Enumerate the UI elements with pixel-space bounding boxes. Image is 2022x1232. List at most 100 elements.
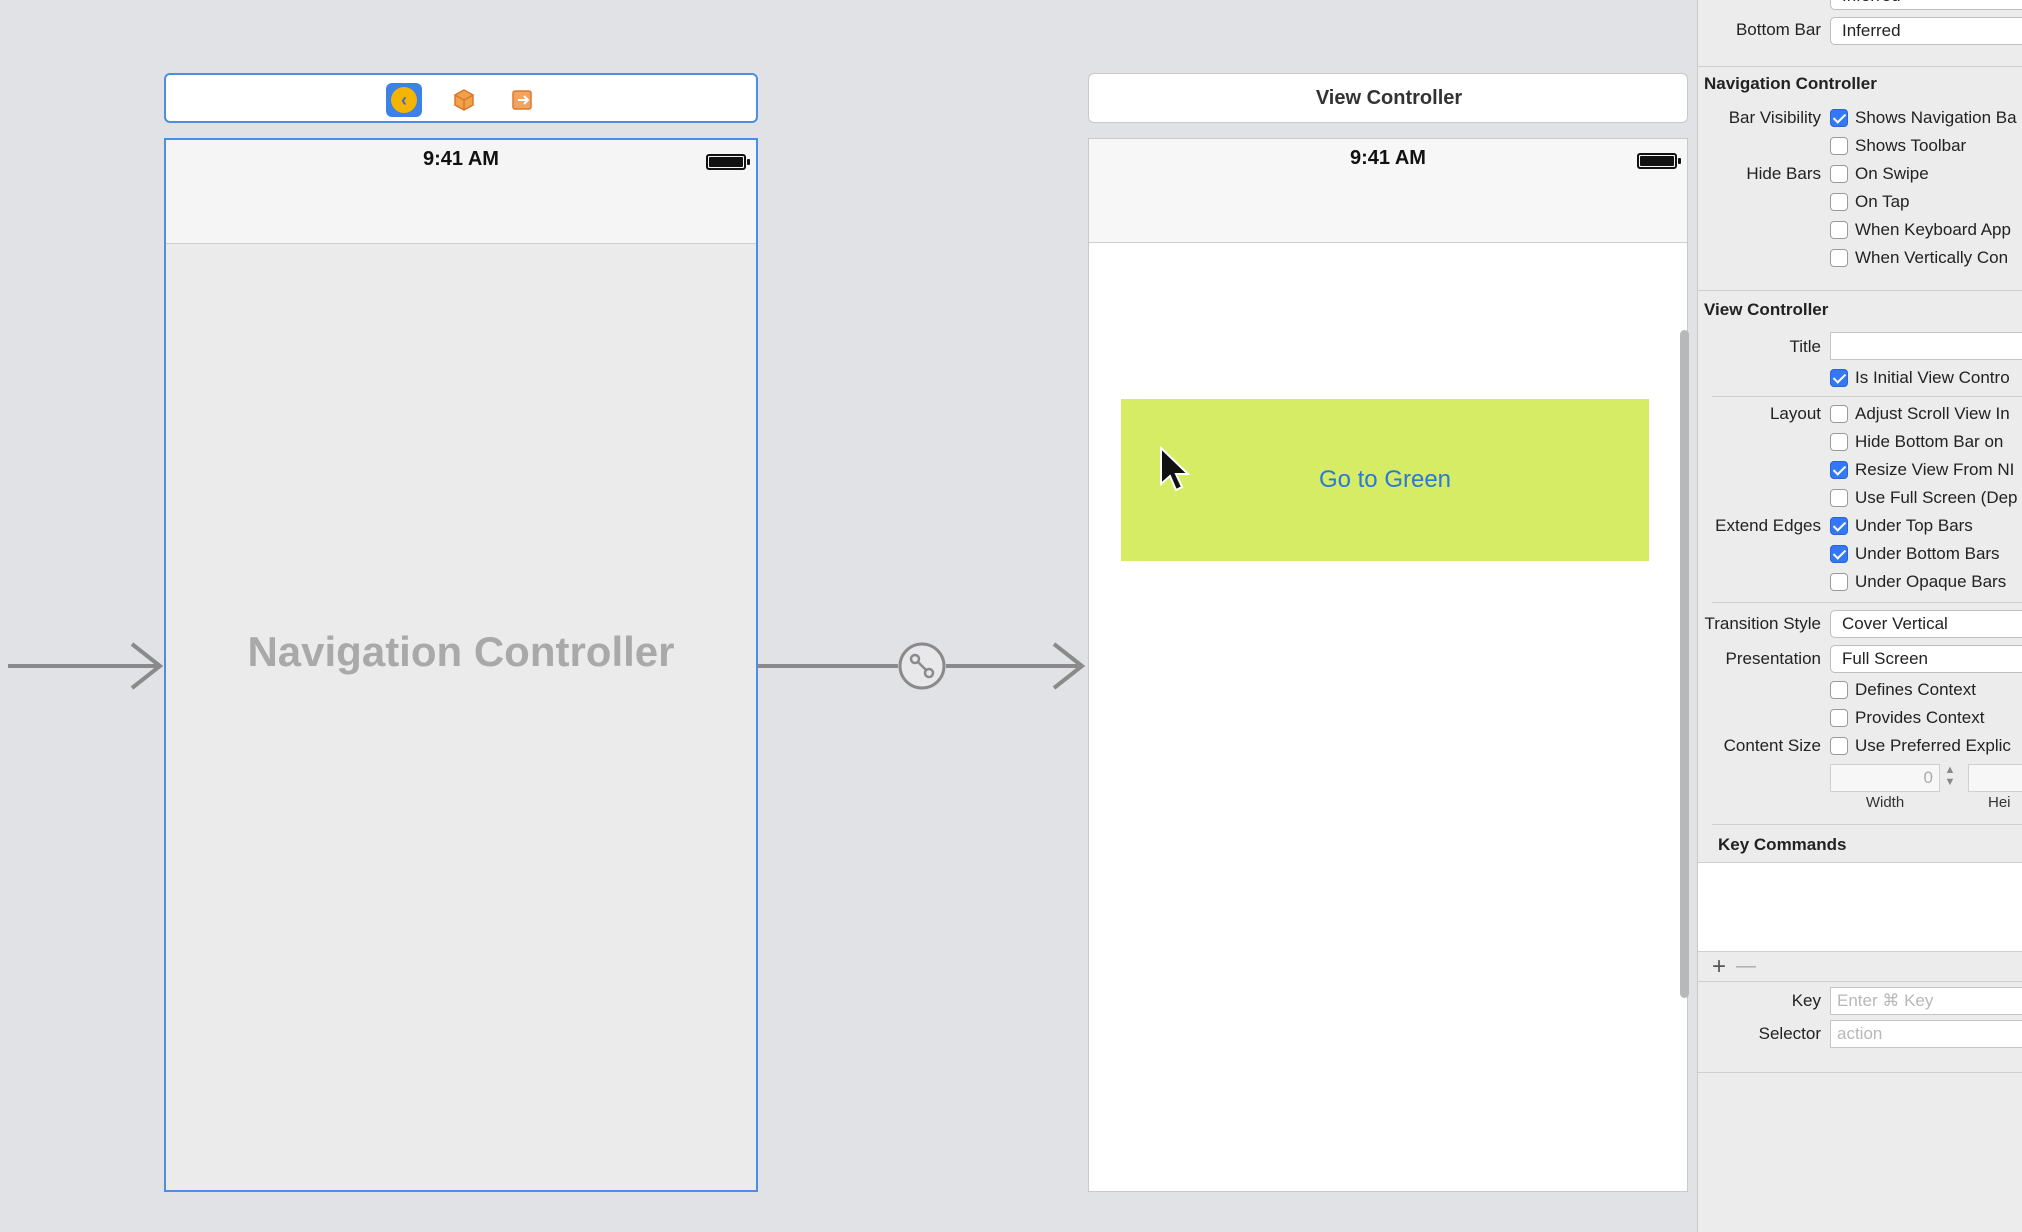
shows-toolbar-checkbox[interactable] [1830, 137, 1848, 155]
shows-navigation-bar-checkbox[interactable] [1830, 109, 1848, 127]
adjust-scroll-row: Layout Adjust Scroll View In [1698, 402, 2022, 428]
canvas-vertical-scrollbar[interactable] [1680, 330, 1689, 998]
segue-line-left [758, 664, 898, 668]
key-label: Key [1791, 991, 1821, 1010]
when-keyboard-row: When Keyboard App [1698, 218, 2022, 244]
segue-arrow-head-icon [1052, 642, 1086, 690]
bottom-bar-popup[interactable]: Inferred [1830, 17, 2022, 45]
entry-arrow-head-icon [130, 642, 164, 690]
go-to-green-label: Go to Green [1318, 466, 1452, 493]
selector-label: Selector [1758, 1024, 1821, 1043]
add-key-command-button[interactable]: + [1712, 953, 1727, 980]
resize-view-checkbox[interactable] [1830, 461, 1848, 479]
navigation-bar: 9:41 AM [166, 140, 756, 244]
hide-bottom-bar-checkbox[interactable] [1830, 433, 1848, 451]
under-top-bars-row: Extend Edges Under Top Bars [1698, 514, 2022, 540]
use-full-screen-row: Use Full Screen (Dep [1698, 486, 2022, 512]
under-opaque-bars-checkbox[interactable] [1830, 573, 1848, 591]
selector-field[interactable]: action [1830, 1020, 2022, 1048]
when-vertically-row: When Vertically Con [1698, 246, 2022, 272]
first-responder-icon[interactable] [446, 83, 482, 117]
view-controller-dock-icon[interactable]: ‹ [386, 83, 422, 117]
key-field[interactable]: Enter ⌘ Key [1830, 987, 2022, 1015]
is-initial-text: Is Initial View Contro [1855, 368, 2010, 387]
title-row: Title [1698, 335, 2022, 361]
navigation-controller-heading: Navigation Controller [1704, 74, 1877, 93]
width-field[interactable]: 0 [1830, 764, 1940, 792]
status-bar-time: 9:41 AM [1350, 147, 1426, 169]
scene-header-title: View Controller [1315, 87, 1463, 109]
adjust-scroll-text: Adjust Scroll View In [1855, 404, 2010, 423]
scene-title: Navigation Controller [247, 628, 675, 675]
shows-toolbar-row: Shows Toolbar [1698, 134, 2022, 160]
nav-scene-dock[interactable]: ‹ [164, 73, 758, 123]
height-caption: Hei [1988, 794, 2011, 811]
defines-context-row: Defines Context [1698, 678, 2022, 704]
key-row: Key [1698, 989, 2022, 1015]
adjust-scroll-checkbox[interactable] [1830, 405, 1848, 423]
section-separator [1698, 66, 2022, 67]
section-separator [1698, 290, 2022, 291]
title-field[interactable] [1830, 332, 2022, 360]
inspector-divider [1697, 0, 1698, 1232]
provides-context-checkbox[interactable] [1830, 709, 1848, 727]
when-keyboard-text: When Keyboard App [1855, 220, 2011, 239]
title-label: Title [1789, 337, 1822, 356]
key-commands-list[interactable] [1698, 862, 2022, 952]
remove-key-command-button[interactable]: — [1736, 955, 1756, 977]
navigation-controller-scene[interactable]: 9:41 AM Navigation Controller [164, 138, 758, 1192]
view-controller-scene-header[interactable]: View Controller [1088, 73, 1688, 123]
section-separator [1712, 396, 2022, 397]
width-stepper-icon[interactable]: ▲▼ [1944, 764, 1956, 788]
use-preferred-checkbox[interactable] [1830, 737, 1848, 755]
selector-row: Selector [1698, 1022, 2022, 1048]
attributes-inspector: Inferred Bottom Bar Inferred Navigation … [1698, 0, 2022, 1232]
hide-bottom-bar-text: Hide Bottom Bar on [1855, 432, 2004, 451]
under-bottom-bars-checkbox[interactable] [1830, 545, 1848, 563]
extend-edges-label: Extend Edges [1715, 516, 1821, 535]
on-tap-text: On Tap [1855, 192, 1910, 211]
width-caption: Width [1865, 794, 1905, 811]
on-swipe-checkbox[interactable] [1830, 165, 1848, 183]
layout-label: Layout [1769, 404, 1821, 423]
use-full-screen-checkbox[interactable] [1830, 489, 1848, 507]
resize-view-text: Resize View From NI [1855, 460, 2015, 479]
under-opaque-bars-text: Under Opaque Bars [1855, 572, 2007, 591]
view-controller-heading: View Controller [1704, 300, 1829, 319]
section-separator [1712, 824, 2022, 825]
shows-navigation-bar-row: Bar Visibility Shows Navigation Ba [1698, 106, 2022, 132]
exit-icon[interactable] [504, 83, 540, 117]
presentation-popup[interactable]: Full Screen [1830, 645, 2022, 673]
top-bar-popup[interactable]: Inferred [1830, 0, 2022, 10]
section-separator [1698, 1072, 2022, 1073]
go-to-green-button[interactable]: Go to Green [1121, 399, 1649, 561]
when-vertically-text: When Vertically Con [1855, 248, 2009, 267]
initial-entry-arrow [8, 664, 158, 668]
key-commands-heading: Key Commands [1718, 835, 1847, 854]
mouse-cursor-icon [1160, 446, 1191, 492]
on-tap-row: On Tap [1698, 190, 2022, 216]
defines-context-checkbox[interactable] [1830, 681, 1848, 699]
is-initial-checkbox[interactable] [1830, 369, 1848, 387]
hide-bottom-bar-row: Hide Bottom Bar on [1698, 430, 2022, 456]
shows-toolbar-text: Shows Toolbar [1855, 136, 1967, 155]
presentation-row: Presentation [1698, 647, 2022, 673]
on-tap-checkbox[interactable] [1830, 193, 1848, 211]
hide-bars-label: Hide Bars [1746, 164, 1821, 183]
status-bar-time: 9:41 AM [423, 148, 499, 170]
provides-context-text: Provides Context [1855, 708, 1985, 727]
when-keyboard-checkbox[interactable] [1830, 221, 1848, 239]
under-bottom-bars-text: Under Bottom Bars [1855, 544, 2000, 563]
transition-style-row: Transition Style [1698, 612, 2022, 638]
view-controller-scene[interactable]: 9:41 AM [1088, 138, 1688, 1192]
transition-style-popup[interactable]: Cover Vertical [1830, 610, 2022, 638]
provides-context-row: Provides Context [1698, 706, 2022, 732]
under-top-bars-checkbox[interactable] [1830, 517, 1848, 535]
navigation-bar: 9:41 AM [1089, 139, 1687, 243]
height-field[interactable] [1968, 764, 2022, 792]
under-bottom-bars-row: Under Bottom Bars [1698, 542, 2022, 568]
when-vertically-checkbox[interactable] [1830, 249, 1848, 267]
presentation-label: Presentation [1725, 649, 1821, 668]
bottom-bar-row: Bottom Bar [1698, 18, 2022, 44]
relationship-segue-icon[interactable] [898, 642, 946, 690]
